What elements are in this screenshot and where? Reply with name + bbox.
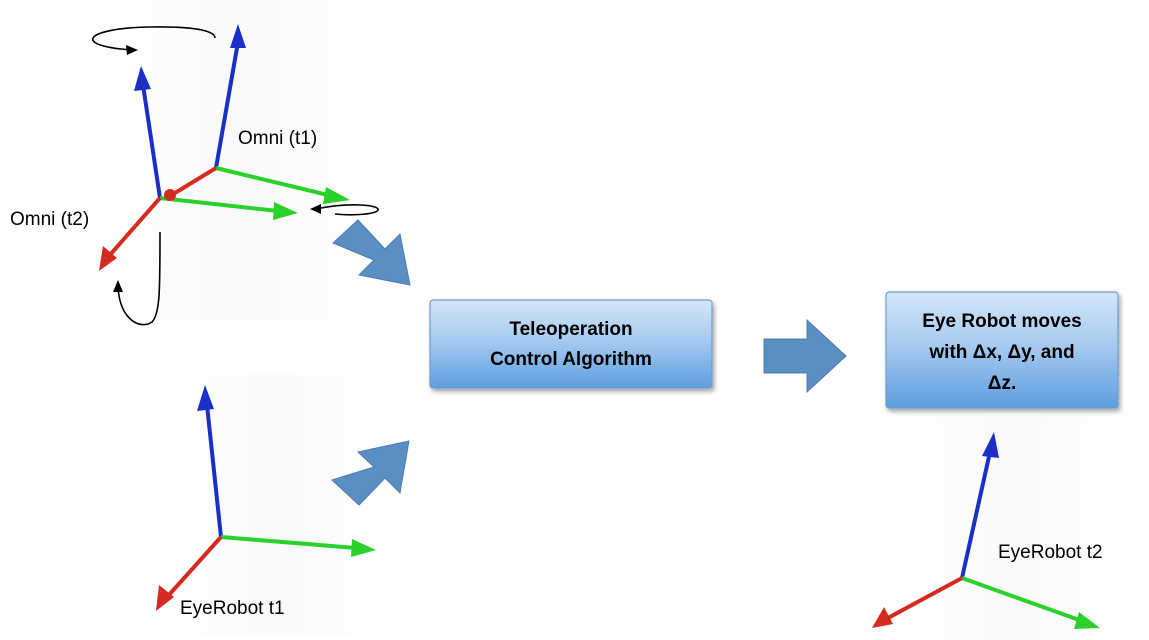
eyerobot-t2-label: EyeRobot t2 [998, 542, 1103, 563]
block-arrow-algorithm-to-eye-robot-icon [763, 318, 847, 394]
eye-box-line-3: Δz. [988, 373, 1016, 394]
eyerobot-t1-y-arrowhead [351, 539, 376, 557]
eyerobot-t1-x-axis [166, 535, 223, 598]
rotation-arrow-right-icon [315, 204, 379, 216]
omni-t1-z-arrowhead [230, 24, 246, 48]
omni-background-texture [90, 0, 390, 320]
omni-t1-axes [168, 24, 350, 204]
block-arrow-omni-to-algorithm-icon [332, 219, 411, 286]
omni-origin-dot [164, 189, 176, 201]
eyerobot-t1-y-axis [220, 535, 357, 550]
eyerobot-t2-x-axis [887, 576, 963, 620]
eyerobot-t2-z-axis [960, 451, 992, 579]
omni-t1-x-axis [168, 166, 218, 198]
rotation-arrow-top-head [126, 45, 138, 55]
rotation-arrow-bottom-icon [117, 231, 161, 326]
omni-t1-label: Omni (t1) [238, 128, 317, 149]
omni-t2-label: Omni (t2) [10, 209, 89, 230]
eyerobot-t2-background-texture [890, 415, 1140, 640]
eye-robot-moves-box: Eye Robot moves with Δx, Δy, and Δz. [885, 291, 1119, 409]
omni-t2-y-axis [159, 196, 279, 213]
eyerobot-t1-background-texture [150, 375, 400, 635]
eyerobot-t2-y-arrowhead [1074, 612, 1100, 629]
omni-t2-y-arrowhead [273, 202, 298, 220]
eyerobot-t1-z-arrowhead [197, 385, 214, 411]
eyerobot-t1-label: EyeRobot t1 [180, 598, 285, 619]
omni-t2-z-arrowhead [134, 66, 151, 91]
eyerobot-t1-axes-icon: EyeRobot t1 [156, 385, 376, 619]
teleop-box-line-1: Teleoperation [509, 319, 632, 340]
rotation-arrow-top-icon [92, 26, 216, 51]
omni-t2-x-axis [107, 196, 162, 258]
omni-t2-z-axis [141, 84, 162, 199]
omni-t1-z-axis [214, 41, 240, 169]
eye-box-line-2: with Δx, Δy, and [928, 342, 1074, 363]
teleop-box-line-2: Control Algorithm [490, 349, 652, 370]
rotation-arrow-bottom-head [113, 280, 123, 292]
eyerobot-t1-x-arrowhead [156, 585, 174, 611]
omni-axes-icon: Omni (t1) Omni (t2) [10, 24, 379, 326]
block-arrow-eyerobot-to-algorithm-icon [331, 440, 410, 506]
eyerobot-t1-z-axis [205, 404, 223, 538]
eyerobot-t2-x-arrowhead [872, 607, 893, 628]
eyerobot-t2-z-arrowhead [982, 432, 999, 458]
omni-t1-y-arrowhead [323, 187, 350, 204]
omni-rotation-arrows [92, 26, 379, 326]
eyerobot-t2-axes-icon: EyeRobot t2 [872, 432, 1103, 629]
teleoperation-control-algorithm-box: Teleoperation Control Algorithm [429, 299, 713, 389]
omni-t2-x-arrowhead [99, 246, 117, 271]
omni-t2-axes [99, 66, 298, 271]
rotation-arrow-right-head [310, 204, 321, 214]
eyerobot-t2-y-axis [961, 576, 1083, 623]
omni-t1-y-axis [215, 166, 333, 198]
eye-box-line-1: Eye Robot moves [922, 311, 1081, 332]
